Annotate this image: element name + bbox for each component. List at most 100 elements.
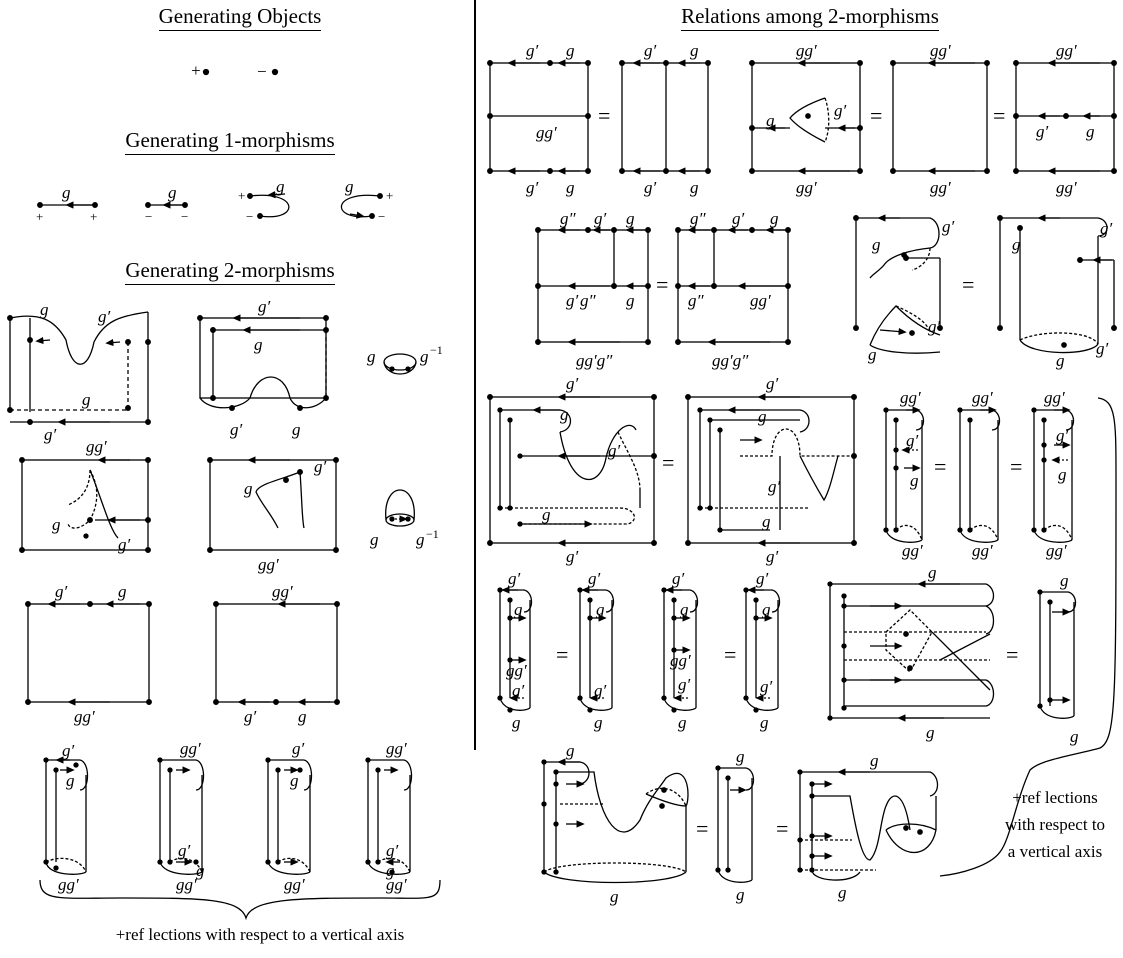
- label-ggpgpp: gg′g″: [712, 351, 749, 370]
- label-g: g: [560, 405, 569, 424]
- label-ggp: gg′: [258, 555, 279, 574]
- label-gp: g′: [928, 317, 941, 336]
- label-g: g: [770, 209, 779, 228]
- label-gp: g′: [230, 420, 243, 439]
- label-gp: g′: [62, 741, 75, 760]
- label-ggp: gg′: [176, 875, 197, 894]
- label-g: g: [370, 530, 379, 549]
- plus-sign: +: [190, 61, 201, 80]
- label-gp: g′: [1056, 426, 1069, 445]
- label-ggp: gg′: [670, 651, 691, 670]
- label-g: g: [292, 420, 301, 439]
- label-gp: g′: [244, 707, 257, 726]
- label-g: g: [244, 479, 253, 498]
- label-inverse: −1: [426, 527, 439, 541]
- label-gp: g′: [1096, 339, 1109, 358]
- label-gp: g′: [588, 569, 601, 588]
- label-g: g: [690, 41, 699, 60]
- minus-sign: −: [256, 62, 267, 81]
- label-g: g: [626, 291, 635, 310]
- label-g: g: [596, 600, 605, 619]
- label-ggp: gg′: [1056, 41, 1077, 60]
- label-gp: g′: [98, 307, 111, 326]
- label-ggp: gg′: [86, 437, 107, 456]
- label-ggp: gg′: [506, 661, 527, 680]
- label-gp: g′: [526, 178, 539, 197]
- two-morphism-birth: gg′ g g′: [20, 437, 151, 554]
- relation-cusp-cylinder: g′ g g′ g = g′ g g′ g: [854, 216, 1117, 370]
- label-gpp: g″: [580, 291, 597, 310]
- label-ggp: gg′: [902, 541, 923, 560]
- label-g: g: [566, 178, 575, 197]
- label-gp: g′: [594, 681, 607, 700]
- equals-sign: =: [993, 103, 1005, 128]
- label-g: g: [838, 883, 847, 902]
- label-g: g: [762, 600, 771, 619]
- brace-right: [940, 398, 1116, 876]
- label-g: g: [1056, 351, 1065, 370]
- label-g: g: [910, 471, 919, 490]
- label-plus: +: [36, 209, 43, 224]
- label-gp: g′: [834, 101, 847, 120]
- label-g: g: [254, 335, 263, 354]
- label-g: g: [736, 885, 745, 904]
- label-g: g: [1060, 571, 1069, 590]
- cylinder-4: gg′ g′ g gg′: [366, 739, 412, 894]
- one-morphism-cup: g + −: [238, 177, 289, 224]
- label-gpp: g″: [688, 291, 705, 310]
- label-g: g: [610, 887, 619, 906]
- label-ggp: gg′: [900, 388, 921, 407]
- label-g: g: [276, 177, 285, 196]
- label-ggp: gg′: [74, 707, 95, 726]
- label-g: g: [168, 183, 177, 202]
- two-morphism-multiply: g′ g gg′: [26, 582, 152, 726]
- label-plus: +: [386, 188, 393, 203]
- label-ggp: gg′: [750, 291, 771, 310]
- label-gp: g′: [644, 178, 657, 197]
- equals-sign: =: [962, 272, 974, 297]
- label-g: g: [760, 713, 769, 732]
- label-gp: g′: [566, 291, 579, 310]
- label-g: g: [868, 345, 877, 364]
- label-gp: g′: [118, 535, 131, 554]
- two-morphism-death: g′ g gg′: [208, 457, 339, 574]
- two-morphism-merge-cobordism: g g′ g g′: [8, 300, 151, 444]
- label-gp: g′: [508, 569, 521, 588]
- label-ggp: gg′: [796, 41, 817, 60]
- relation-zigzag-square: gg′ g′ g gg′ = gg′ gg′ =: [750, 41, 1117, 197]
- label-g: g: [928, 563, 937, 582]
- label-g: g: [566, 741, 575, 760]
- label-g: g: [1070, 727, 1079, 746]
- label-ggp: gg′: [284, 875, 305, 894]
- label-gp: g′: [766, 374, 779, 393]
- label-gp: g′: [608, 441, 621, 460]
- equals-sign: =: [598, 103, 610, 128]
- label-gp: g′: [756, 569, 769, 588]
- label-g: g: [82, 390, 91, 409]
- label-gp: g′: [906, 431, 919, 450]
- cylinder-3: g′ g gg′: [266, 739, 312, 894]
- label-gp: g′: [258, 297, 271, 316]
- label-g: g: [52, 515, 61, 534]
- equals-sign: =: [870, 103, 882, 128]
- label-gp: g′: [678, 675, 691, 694]
- equals-sign: =: [724, 642, 736, 667]
- label-g: g: [345, 177, 354, 196]
- relation-three-cylinders: gg′ g′ g gg′ = gg′ gg′ =: [884, 388, 1074, 560]
- label-g: g: [66, 771, 75, 790]
- label-g: g: [736, 747, 745, 766]
- label-minus: −: [181, 209, 188, 224]
- label-ggp: gg′: [58, 875, 79, 894]
- equals-sign: =: [776, 816, 788, 841]
- label-gp: g′: [760, 677, 773, 696]
- label-g: g: [196, 861, 205, 880]
- relation-triple-associativity: g″ g′ g g′ g″ g gg′g″ = g″: [536, 209, 791, 370]
- two-morphism-comultiply: gg′ g′ g: [214, 582, 340, 726]
- label-g: g: [1058, 465, 1067, 484]
- equals-sign: =: [1006, 642, 1018, 667]
- equals-sign: =: [656, 272, 668, 297]
- relation-pants-cusp: g′ g g′ g g′ =: [488, 374, 857, 566]
- label-plus: +: [90, 209, 97, 224]
- label-g: g: [758, 407, 767, 426]
- cylinder-1: g′ g gg′: [44, 741, 88, 894]
